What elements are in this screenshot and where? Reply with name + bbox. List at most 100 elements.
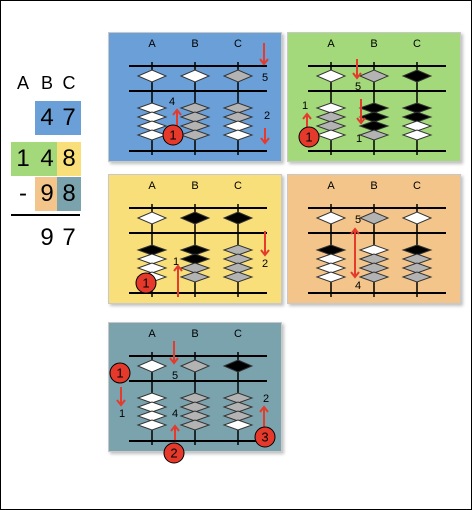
- step-badge-icon: 3: [254, 426, 276, 448]
- col-label-b: B: [191, 328, 198, 340]
- earth-bead: [222, 111, 254, 123]
- arrow-up-icon: [259, 405, 269, 427]
- header-c: C: [62, 73, 76, 93]
- earth-bead: [222, 253, 254, 265]
- earth-bead: [222, 392, 254, 404]
- earth-bead: [358, 244, 390, 256]
- earth-bead: [358, 120, 390, 132]
- result-c: 7: [62, 224, 76, 251]
- col-label-a: A: [148, 38, 156, 50]
- earth-bead: [179, 410, 211, 422]
- arrow-up-icon: [302, 112, 312, 129]
- header-a: A: [16, 73, 29, 93]
- earth-bead: [179, 111, 211, 123]
- arrow-down-icon: [259, 43, 269, 66]
- number-label: 2: [263, 393, 269, 405]
- heaven-bead: [179, 69, 211, 83]
- earth-bead: [222, 244, 254, 256]
- number-label: 4: [355, 280, 361, 292]
- earth-bead: [222, 120, 254, 132]
- row2-a: 1: [11, 142, 35, 176]
- number-label: 5: [355, 214, 361, 226]
- earth-bead: [315, 120, 347, 132]
- earth-bead: [358, 271, 390, 283]
- earth-bead: [401, 102, 433, 114]
- earth-bead: [401, 244, 433, 256]
- number-label: 4: [172, 408, 178, 420]
- heaven-bead: [222, 69, 254, 83]
- earth-bead: [179, 419, 211, 431]
- row1-c: 7: [57, 101, 81, 135]
- arrow-down-icon: [356, 99, 366, 125]
- heaven-bead: [136, 69, 168, 83]
- arrow-down-icon: [116, 387, 126, 407]
- earth-bead: [136, 111, 168, 123]
- col-label-c: C: [413, 38, 421, 50]
- earth-bead: [222, 102, 254, 114]
- result-b: 9: [40, 224, 54, 251]
- earth-bead: [315, 244, 347, 256]
- earth-bead: [315, 262, 347, 274]
- earth-bead: [136, 120, 168, 132]
- earth-bead: [315, 111, 347, 123]
- earth-bead: [179, 129, 211, 141]
- number-label: 1: [302, 100, 308, 112]
- earth-bead: [401, 271, 433, 283]
- earth-bead: [358, 253, 390, 265]
- step-badge-icon: 2: [163, 442, 185, 464]
- row2-b: 4: [35, 142, 59, 176]
- col-label-c: C: [413, 180, 421, 192]
- col-label-c: C: [234, 180, 242, 192]
- earth-bead: [179, 120, 211, 132]
- earth-bead: [401, 120, 433, 132]
- earth-bead: [136, 410, 168, 422]
- arrow-up-icon: [350, 227, 360, 265]
- earth-bead: [315, 129, 347, 141]
- number-label: 4: [169, 96, 175, 108]
- svg-text:3: 3: [261, 430, 268, 445]
- row1-b: 4: [35, 101, 59, 135]
- step-badge-icon: 1: [162, 124, 184, 146]
- svg-text:1: 1: [169, 128, 176, 143]
- header-b: B: [40, 73, 53, 93]
- number-label: 2: [262, 258, 268, 270]
- svg-text:1: 1: [142, 276, 149, 291]
- heaven-bead: [179, 359, 211, 373]
- heaven-bead: [179, 211, 211, 225]
- number-label: 5: [172, 370, 178, 382]
- number-label: 1: [119, 408, 125, 420]
- arrow-up-icon: [172, 108, 182, 128]
- heaven-bead: [358, 211, 390, 225]
- earth-bead: [179, 244, 211, 256]
- col-label-a: A: [327, 38, 335, 50]
- heaven-bead: [222, 359, 254, 373]
- earth-bead: [315, 102, 347, 114]
- col-label-b: B: [370, 38, 377, 50]
- heaven-bead: [315, 211, 347, 225]
- heaven-bead: [222, 211, 254, 225]
- earth-bead: [315, 271, 347, 283]
- col-label-c: C: [234, 38, 242, 50]
- number-label: 2: [264, 110, 270, 122]
- svg-text:1: 1: [305, 130, 312, 145]
- arrow-down-icon: [260, 231, 270, 257]
- result-line: [11, 214, 80, 216]
- row3-b: 9: [35, 177, 59, 211]
- number-label: 1: [356, 133, 362, 145]
- heaven-bead: [358, 69, 390, 83]
- row2-c: 8: [57, 142, 81, 176]
- earth-bead: [358, 129, 390, 141]
- svg-text:2: 2: [170, 446, 177, 461]
- earth-bead: [136, 253, 168, 265]
- earth-bead: [222, 410, 254, 422]
- col-label-c: C: [234, 328, 242, 340]
- arrow-down-icon: [352, 59, 362, 80]
- earth-bead: [136, 401, 168, 413]
- heaven-bead: [401, 211, 433, 225]
- arrow-up-icon: [170, 424, 180, 440]
- earth-bead: [179, 102, 211, 114]
